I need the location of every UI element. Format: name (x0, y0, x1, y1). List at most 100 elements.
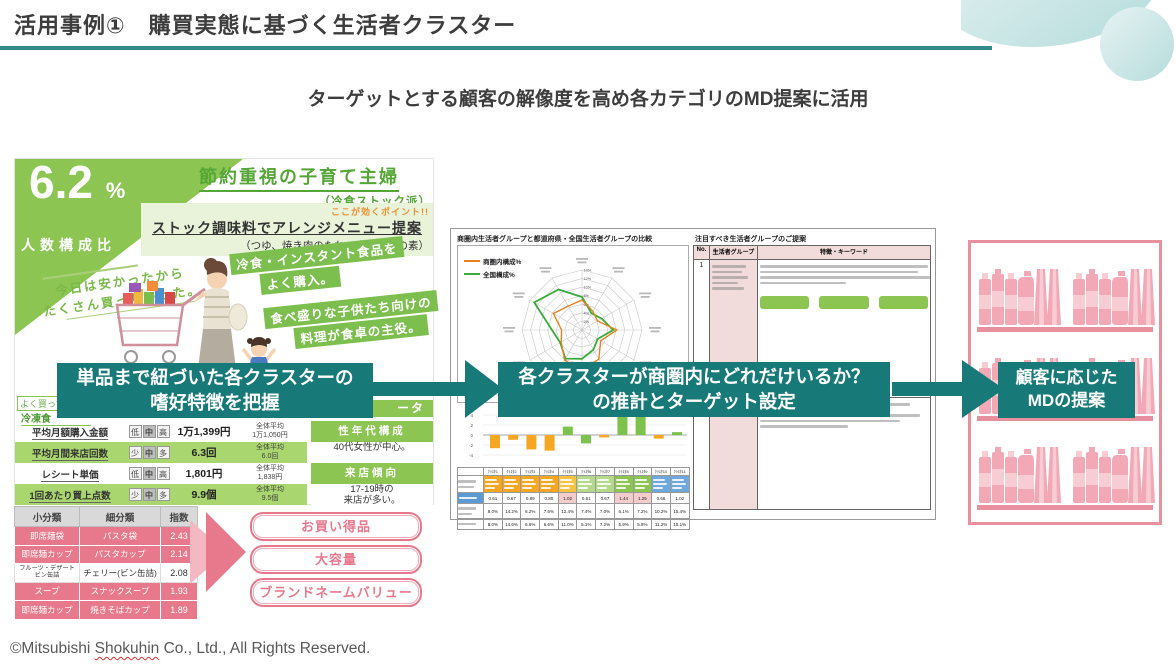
shelf-bar (977, 505, 1153, 510)
text-line (615, 487, 626, 489)
text-line (760, 281, 846, 284)
step2-line2: の推計とターゲット設定 (592, 390, 796, 412)
svg-text:4: 4 (470, 413, 473, 418)
text-line (712, 276, 748, 279)
text-line (578, 483, 593, 485)
share-value: 15.4% (669, 503, 690, 519)
cluster-header: ｸﾗｽﾀ8 (613, 467, 634, 476)
share-value: 7.2% (632, 503, 653, 519)
copyright-footer: ©Mitsubishi Shokuhin Co., Ltd., All Righ… (10, 640, 370, 658)
share-number: 6.2 (29, 156, 93, 208)
step1-line2: 嗜好特徴を把握 (150, 391, 280, 413)
share-value: 7.4% (576, 503, 597, 519)
demo-header: 性年代構成 (311, 421, 433, 442)
national-value: 7.2% (595, 518, 615, 530)
scale-box: 高 (156, 467, 170, 480)
text-line (522, 487, 533, 489)
flow-arrow-1 (373, 360, 503, 418)
avg-label: 全体平均 (256, 465, 284, 473)
pink-arrow-icon (190, 512, 246, 592)
cluster-header: ｸﾗｽﾀ4 (539, 467, 559, 476)
cat-small-class: スープ (14, 581, 80, 601)
text-line (503, 483, 518, 485)
share-value: 7.0% (595, 503, 615, 519)
stat-label-text: 平均月間来店回数 (31, 448, 108, 461)
cluster-bar-chart: 420-2-4 (469, 412, 687, 458)
stat-scale: 低中高 (125, 467, 173, 480)
text-line (597, 483, 612, 485)
keyword-box: ブランドネームバリュー (250, 578, 422, 607)
persona-demo-column: 性年代構成 40代女性が中心。 来店傾向 17-19時の 来店が多い。 (311, 421, 433, 506)
index-value: 0.89 (520, 492, 541, 504)
text-line (760, 270, 918, 273)
text-line (671, 479, 684, 481)
text-line (522, 483, 537, 485)
flow-step3-banner: 顧客に応じた MDの提案 (998, 362, 1135, 418)
text-line (760, 425, 848, 428)
cat-small-class: 即席麺カップ (14, 544, 80, 564)
cluster-name-cell (557, 475, 578, 493)
text-line (712, 265, 746, 268)
footer-part2: Co., Ltd., All Rights Reserved. (159, 640, 371, 657)
shelf-row-3 (977, 429, 1155, 518)
national-value: 6.6% (520, 518, 541, 530)
cluster-name-cell (632, 475, 653, 493)
national-value: 5.9% (613, 518, 634, 530)
compare-chart-title: 商圏内生活者グループと都道府県・全国生活者グループの比較 (457, 236, 653, 243)
proposal-title: ストック調味料でアレンジメニュー提案 (152, 220, 422, 236)
shelf-row-2 (977, 340, 1155, 429)
svg-text:0: 0 (470, 433, 473, 438)
cat-index: 2.43 (160, 526, 198, 546)
tactic-button (878, 296, 928, 309)
cluster-name-cell (483, 475, 503, 493)
legend-item: 商圏内構成% (464, 256, 521, 266)
stat-scale: 少中多 (125, 446, 173, 459)
shelf-row-1 (977, 251, 1155, 340)
share-percentage: 6.2 % (29, 159, 125, 205)
tactic-button (760, 296, 810, 309)
text-line (541, 483, 556, 485)
avg-label: 全体平均 (256, 423, 284, 431)
cluster-national-row: 8.0%14.6%6.6%6.6%11.0%5.1%7.2%5.9%5.8%11… (457, 518, 690, 530)
text-line (653, 487, 664, 489)
cluster-header: ｸﾗｽﾀ2 (501, 467, 522, 476)
footer-shokuhin: Shokuhin (94, 640, 160, 657)
visit-header: 来店傾向 (311, 463, 433, 484)
svg-text:2: 2 (470, 423, 473, 428)
text-line (597, 479, 610, 481)
legend-label: 商圏内構成% (483, 259, 522, 266)
national-value: 15.1% (669, 518, 690, 530)
text-line (760, 419, 900, 422)
point-label: ここが効くポイント!! (331, 207, 429, 217)
page-title: 活用事例① 購買実態に基づく生活者クラスター (14, 13, 517, 38)
legend-swatch (464, 273, 480, 275)
legend-label: 全国構成% (483, 272, 515, 279)
text-line (634, 479, 647, 481)
radar-legend: 商圏内構成% 全国構成% (464, 256, 521, 282)
svg-text:-4: -4 (469, 453, 473, 458)
share-unit: % (105, 178, 126, 203)
stat-label: レシート単価 (15, 467, 125, 482)
cluster-header: ｸﾗｽﾀ6 (576, 467, 597, 476)
text-line (459, 497, 477, 499)
index-value: 1.02 (669, 492, 690, 504)
index-value: 0.80 (539, 492, 559, 504)
col-header-no: No. (693, 245, 710, 260)
step2-line1: 各クラスターが商圏内にどれだけいるか？ (518, 365, 870, 387)
scale-box: 低 (128, 425, 142, 438)
decorative-teal-circles (961, 0, 1174, 81)
scale-box: 低 (128, 467, 142, 480)
cat-small-class: フルーツ・デザート ビン缶詰 (14, 563, 80, 583)
cluster-name-cell (595, 475, 615, 493)
cat-index: 1.93 (160, 581, 198, 601)
index-value: 0.61 (576, 492, 597, 504)
index-row-label (457, 492, 484, 504)
keyword-list: お買い得品大容量ブランドネームバリュー (250, 512, 422, 611)
